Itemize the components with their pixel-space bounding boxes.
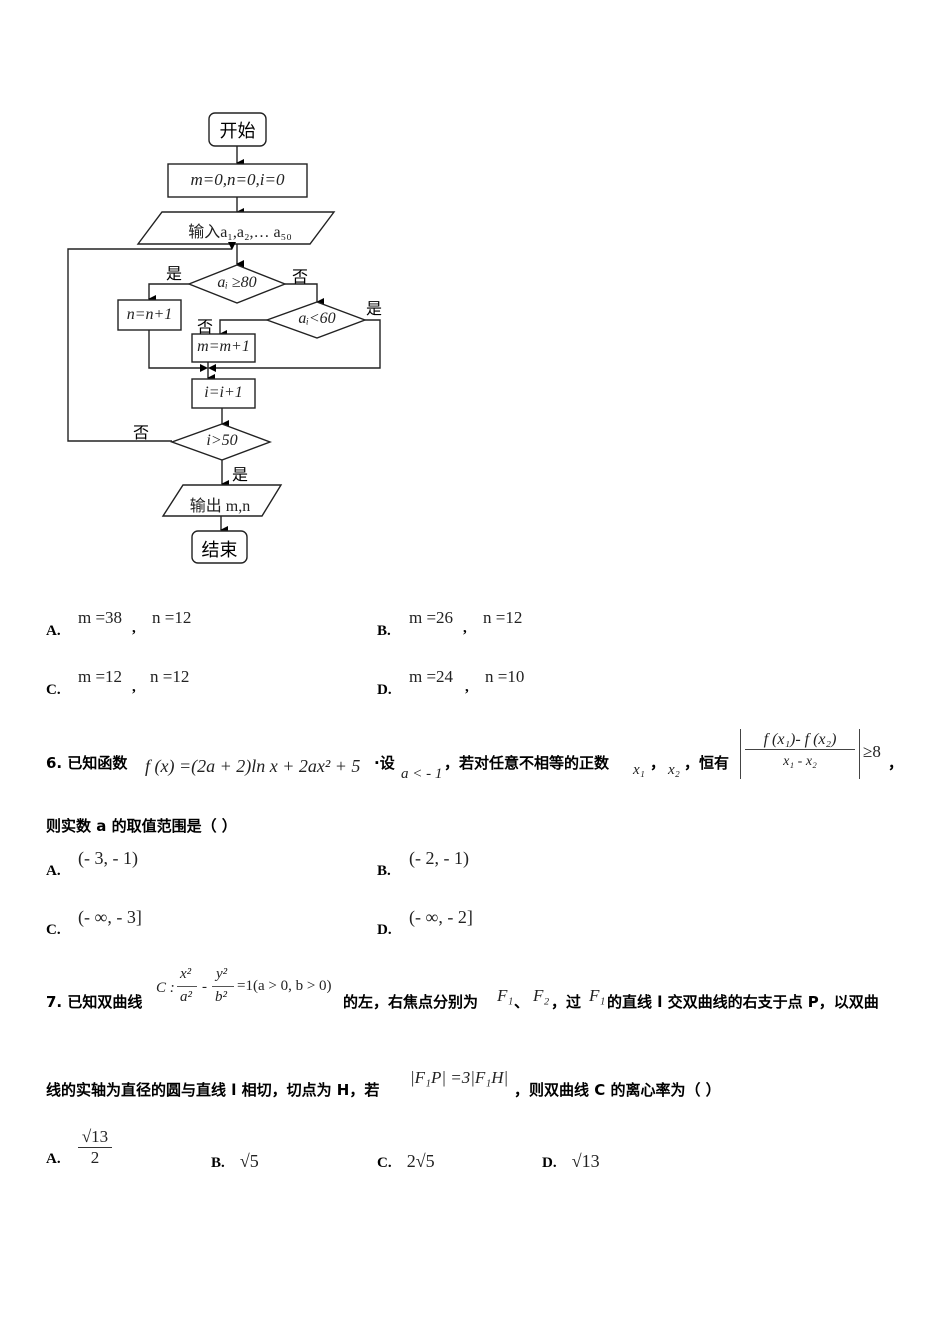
- q7-condition: |F₁P| =3|F₁H|: [410, 1068, 509, 1087]
- flowchart-svg: [67, 112, 381, 564]
- option-value: √5: [239, 1151, 259, 1171]
- eq-b2: b²: [215, 989, 227, 1005]
- q7-line2b: ，则双曲线 C 的离心率为（ ）: [514, 1081, 721, 1099]
- q6-inequality: ≥8: [863, 742, 881, 761]
- comma: ,: [132, 620, 136, 636]
- q6-comma: ，: [888, 754, 904, 772]
- eq-prefix: C :: [156, 980, 175, 996]
- q6-stem-line2: 则实数 a 的取值范围是（ ）: [46, 817, 237, 835]
- frac-bar: [212, 986, 234, 987]
- option-n: n =12: [150, 667, 190, 686]
- q6-frac-denominator: x₁ - x₂: [783, 754, 817, 769]
- option-value: (- ∞, - 3]: [78, 907, 142, 927]
- eq-suffix: =1(a > 0, b > 0): [237, 978, 332, 994]
- option-letter: A.: [46, 623, 61, 639]
- option-n: n =12: [152, 608, 192, 627]
- option-letter: C.: [377, 1155, 392, 1171]
- flowchart: [0, 0, 420, 580]
- label-no-3: 否: [133, 423, 150, 442]
- q6-text2: ·设: [374, 754, 395, 772]
- q7-F1: F₁: [497, 986, 514, 1005]
- flowchart-decision3: i>50: [206, 432, 238, 449]
- option-m: m =24: [409, 667, 454, 686]
- flowchart-init: m=0,n=0,i=0: [190, 170, 285, 189]
- option-letter: A.: [46, 1151, 61, 1167]
- option-value: √13: [571, 1151, 600, 1171]
- flowchart-box-n: n=n+1: [126, 306, 173, 323]
- option-letter: C.: [46, 682, 61, 698]
- q7-option-c[interactable]: C. 2√5: [377, 1151, 435, 1172]
- q6-function: f (x) =(2a + 2)ln x + 2ax² + 5: [145, 756, 361, 776]
- option-m: m =38: [78, 608, 123, 627]
- comma: ,: [132, 679, 136, 695]
- q6-stem-line1: 6. 已知函数: [46, 752, 127, 773]
- flowchart-end: 结束: [201, 540, 238, 561]
- flowchart-box-m: m=m+1: [197, 338, 250, 355]
- q7-text3: ，过: [551, 993, 582, 1011]
- option-m: m =26: [409, 608, 454, 627]
- q6-x1: x₁: [633, 762, 645, 778]
- q7-F1b: F₁: [589, 986, 606, 1005]
- q6-text3: ，若对任意不相等的正数: [444, 754, 610, 772]
- option-fraction: √13 2: [78, 1127, 112, 1168]
- eq-y2: y²: [216, 966, 228, 982]
- option-value: (- 3, - 1): [78, 848, 138, 868]
- option-value: (- 2, - 1): [409, 848, 469, 868]
- q7-text1: 已知双曲线: [67, 993, 143, 1011]
- option-letter: C.: [46, 922, 61, 938]
- label-no-1: 否: [292, 267, 309, 286]
- q6-number: 6.: [46, 754, 63, 772]
- q7-stem-line1: 7. 已知双曲线: [46, 991, 142, 1012]
- eq-minus: -: [202, 979, 207, 995]
- flowchart-input: 输入a₁,a₂,… a₅₀: [188, 224, 292, 241]
- q6-sep: ，: [650, 754, 666, 772]
- flowchart-decision2: aᵢ<60: [298, 310, 336, 327]
- option-letter: B.: [377, 863, 391, 879]
- q6-x2: x₂: [668, 762, 680, 778]
- q6-abs-fraction: f (x₁)- f (x₂) x₁ - x₂: [740, 729, 860, 779]
- q7-line2a: 线的实轴为直径的圆与直线 l 相切，切点为 H，若: [46, 1081, 380, 1099]
- label-yes-2: 是: [366, 299, 383, 318]
- q6-frac-numerator: f (x₁)- f (x₂): [745, 731, 855, 750]
- label-yes-1: 是: [166, 264, 183, 283]
- comma: ,: [463, 620, 467, 636]
- option-letter: B.: [377, 623, 391, 639]
- q7-option-d[interactable]: D. √13: [542, 1151, 600, 1172]
- option-letter: B.: [211, 1155, 225, 1171]
- option-value: (- ∞, - 2]: [409, 907, 473, 927]
- flowchart-decision1: aᵢ ≥80: [217, 274, 257, 291]
- q6-text4: ，恒有: [684, 754, 730, 772]
- frac-bar: [177, 986, 197, 987]
- q7-dun: 、: [514, 993, 530, 1011]
- q7-option-b[interactable]: B. √5: [211, 1151, 259, 1172]
- label-yes-3: 是: [232, 465, 249, 484]
- option-n: n =12: [483, 608, 523, 627]
- comma: ,: [465, 679, 469, 695]
- q7-number: 7.: [46, 993, 63, 1011]
- flowchart-output: 输出 m,n: [189, 498, 251, 515]
- option-n: n =10: [485, 667, 525, 686]
- q7-text2: 的左，右焦点分别为: [343, 993, 479, 1011]
- fraction-numerator: √13: [78, 1127, 112, 1148]
- flowchart-start: 开始: [219, 121, 256, 142]
- eq-x2: x²: [180, 966, 192, 982]
- q7-text4: 的直线 l 交双曲线的右支于点 P，以双曲: [607, 993, 879, 1011]
- option-value: 2√5: [406, 1151, 435, 1171]
- q6-condition: a < - 1: [401, 766, 443, 782]
- eq-a2: a²: [180, 989, 192, 1005]
- option-letter: A.: [46, 863, 61, 879]
- option-letter: D.: [377, 922, 392, 938]
- option-letter: D.: [377, 682, 392, 698]
- q7-F2: F₂: [533, 986, 550, 1005]
- flowchart-box-i: i=i+1: [204, 384, 243, 401]
- label-no-2: 否: [197, 317, 214, 336]
- option-letter: D.: [542, 1155, 557, 1171]
- fraction-denominator: 2: [90, 1148, 100, 1167]
- option-m: m =12: [78, 667, 123, 686]
- q6-text1: 已知函数: [67, 754, 128, 772]
